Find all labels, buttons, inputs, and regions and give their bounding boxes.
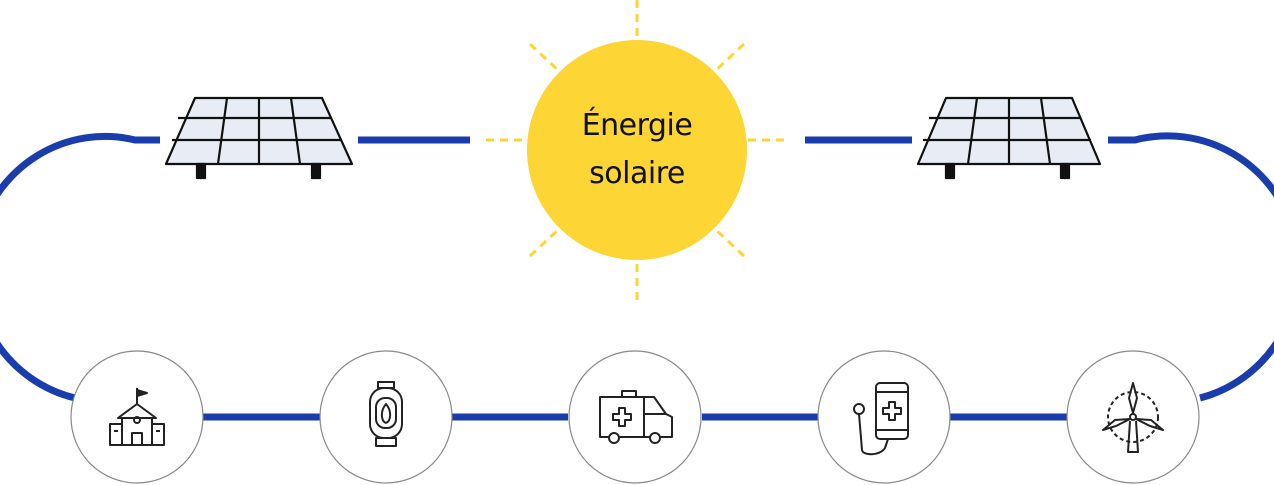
- solar-panel-icon: [164, 96, 354, 180]
- sun-label-line2: solaire: [589, 156, 685, 191]
- sun-ray-bottom-right: [712, 226, 746, 258]
- application-ambulance: [568, 350, 702, 484]
- application-water-heater: [319, 350, 453, 484]
- school-icon: [109, 388, 165, 446]
- wind-turbine-icon: [1102, 382, 1164, 453]
- sun-label: Énergie solaire: [527, 40, 747, 260]
- solar-panel-right: [916, 96, 1102, 180]
- application-mobile-health: [817, 350, 951, 484]
- sun-circle: [527, 40, 747, 260]
- connector-loop: [0, 132, 1274, 421]
- right-arc-connector: [1108, 132, 1274, 402]
- sun-ray-bottom-left: [528, 226, 562, 258]
- sun-label-line1: Énergie: [581, 108, 693, 143]
- application-wind-turbine: [1066, 350, 1200, 484]
- mobile-health-icon: [853, 382, 909, 456]
- ambulance-icon: [599, 390, 673, 444]
- water-heater-icon: [369, 381, 403, 447]
- solar-panel-icon: [916, 96, 1102, 180]
- solar-panel-left: [164, 96, 354, 180]
- sun-rays: [486, 0, 788, 300]
- application-school: [70, 350, 204, 484]
- sun-ray-top-right: [712, 42, 746, 74]
- sun-ray-top-left: [528, 42, 562, 74]
- left-arc-connector: [0, 132, 160, 402]
